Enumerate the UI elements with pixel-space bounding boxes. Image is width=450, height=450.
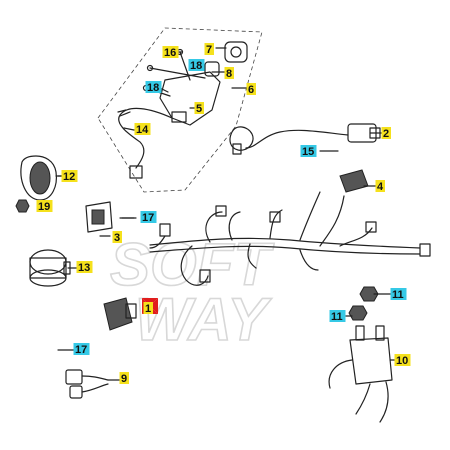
callout-label-c12: 12 xyxy=(63,171,75,183)
part-nut-19 xyxy=(15,199,30,213)
callout-highlight-c13 xyxy=(76,261,93,273)
callout-highlight-c18a xyxy=(188,59,205,71)
callout-label-c17b: 17 xyxy=(75,344,87,356)
subassembly-outline xyxy=(97,27,263,193)
callout-label-c11b: 11 xyxy=(331,311,343,323)
callout-label-c4: 4 xyxy=(377,181,384,193)
callout-label-c8: 8 xyxy=(226,68,232,80)
callout-highlight-c3 xyxy=(112,231,122,243)
callout-highlight-c8 xyxy=(224,67,234,79)
part-starter-relay xyxy=(328,325,393,423)
watermark-line2: WAY xyxy=(135,286,272,353)
callout-label-c14: 14 xyxy=(136,124,149,136)
callout-highlight-c10 xyxy=(394,354,411,366)
callout-highlight-c16 xyxy=(162,46,179,58)
callout-highlight-c14 xyxy=(134,123,151,135)
callout-highlight-c11a xyxy=(390,288,407,300)
callout-highlight-c5 xyxy=(194,102,204,114)
part-ignition-cap xyxy=(224,41,248,63)
callout-label-c18a: 18 xyxy=(190,60,202,72)
part-regulator-1 xyxy=(103,297,137,331)
callout-highlight-c18b xyxy=(145,81,162,93)
callout-label-c15: 15 xyxy=(302,146,314,158)
part-connector-9 xyxy=(65,369,109,399)
part-flasher-13 xyxy=(29,249,71,287)
callout-label-c1: 1 xyxy=(145,303,151,315)
callout-highlight-c12 xyxy=(61,170,78,182)
callout-label-c11a: 11 xyxy=(392,289,404,301)
part-module-4 xyxy=(339,169,369,193)
callout-highlight-c11b xyxy=(329,310,346,322)
part-switch-wire xyxy=(117,107,173,179)
callout-highlight-c9 xyxy=(119,372,129,384)
callout-label-c17a: 17 xyxy=(142,212,154,224)
part-horn xyxy=(20,155,63,201)
part-nut-11b xyxy=(348,305,368,321)
callout-highlight-c7 xyxy=(204,43,214,55)
callout-label-c10: 10 xyxy=(396,355,408,367)
part-wiring-harness xyxy=(149,191,431,286)
callout-label-c2: 2 xyxy=(383,128,389,140)
callout-label-c18b: 18 xyxy=(147,82,159,94)
callout-label-c3: 3 xyxy=(114,232,120,244)
callout-label-c16: 16 xyxy=(164,47,176,59)
callout-highlight-c4 xyxy=(375,180,385,192)
callout-highlight-c17b xyxy=(73,343,90,355)
callout-label-c5: 5 xyxy=(196,103,202,115)
callout-highlight-c1 xyxy=(143,302,153,314)
callout-highlight-c19 xyxy=(36,200,53,212)
callout-label-c6: 6 xyxy=(248,84,254,96)
part-relay-3 xyxy=(85,201,137,233)
callout-highlight-c15 xyxy=(300,145,317,157)
callout-highlight-c6 xyxy=(246,83,256,95)
callout-highlight-c17a xyxy=(140,211,157,223)
callout-label-c9: 9 xyxy=(121,373,127,385)
callout-label-c7: 7 xyxy=(206,44,212,56)
callout-highlight-c2 xyxy=(381,127,391,139)
callout-label-c19: 19 xyxy=(38,201,50,213)
part-nut-11a xyxy=(359,286,379,302)
callout-label-c13: 13 xyxy=(78,262,90,274)
